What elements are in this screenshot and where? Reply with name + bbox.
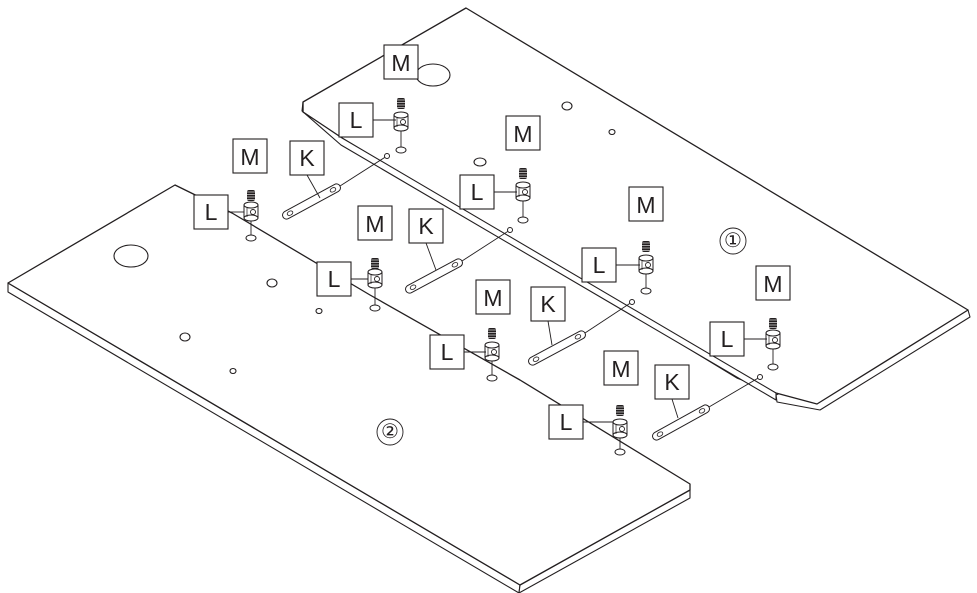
- svg-text:①: ①: [724, 230, 742, 252]
- cam-fitting-3: [515, 168, 531, 224]
- cam-lock-6: [484, 341, 500, 362]
- svg-text:K: K: [540, 291, 556, 317]
- cam-fitting-7: [765, 318, 781, 371]
- svg-text:L: L: [721, 326, 734, 352]
- callout-l-5: L: [581, 247, 640, 283]
- cam-fitting-6: [484, 328, 500, 382]
- dowel-4: [651, 374, 763, 441]
- svg-text:L: L: [350, 107, 363, 133]
- callout-m-3: M: [505, 115, 541, 151]
- callout-m-1: M: [383, 44, 419, 80]
- callout-m-6: M: [475, 279, 511, 315]
- callouts: M M M M M M M M L L L L L L L L K K K K …: [193, 44, 791, 446]
- panel-1-large-hole: [415, 63, 451, 87]
- svg-text:M: M: [365, 211, 384, 237]
- cam-fitting-8: [612, 405, 628, 456]
- cam-lock-1: [393, 111, 409, 132]
- cam-lock-8: [612, 418, 628, 439]
- callout-k-3: K: [530, 286, 566, 346]
- svg-text:M: M: [636, 192, 655, 218]
- dowel-1: [282, 153, 390, 220]
- svg-text:L: L: [328, 266, 341, 292]
- panel-2-top: [7, 184, 691, 586]
- svg-text:M: M: [513, 121, 532, 147]
- screw-6: [488, 328, 496, 339]
- dowel-3: [528, 299, 635, 366]
- screw-5: [642, 241, 650, 252]
- cam-lock-4: [367, 268, 383, 289]
- callout-m-5: M: [628, 186, 664, 222]
- callout-l-4: L: [316, 261, 368, 297]
- panel-2-large-hole: [113, 244, 149, 268]
- svg-text:L: L: [205, 199, 218, 225]
- callout-l-1: L: [338, 102, 396, 138]
- cam-lock-2: [243, 201, 259, 222]
- svg-text:M: M: [240, 144, 259, 170]
- dowels: [282, 153, 763, 441]
- svg-text:L: L: [471, 179, 484, 205]
- callout-l-7: L: [709, 321, 767, 357]
- callout-m-8: M: [603, 350, 639, 386]
- svg-text:K: K: [664, 369, 680, 395]
- svg-text:M: M: [611, 356, 630, 382]
- cam-fitting-2: [243, 190, 259, 242]
- cam-lock-5: [638, 254, 654, 275]
- svg-text:K: K: [299, 145, 315, 171]
- cam-fitting-1: [393, 98, 409, 154]
- callout-l-8: L: [548, 404, 613, 440]
- callout-k-1: K: [289, 140, 325, 199]
- callout-m-2: M: [232, 138, 268, 174]
- svg-text:②: ②: [381, 421, 399, 443]
- svg-text:K: K: [418, 213, 434, 239]
- screw-2: [247, 190, 255, 201]
- callout-l-2: L: [193, 194, 244, 230]
- cam-lock-7: [765, 329, 781, 350]
- callout-k-4: K: [654, 364, 690, 419]
- panel-2: [7, 184, 691, 593]
- screw-7: [769, 318, 777, 329]
- cam-lock-3: [515, 181, 531, 202]
- fittings: [243, 98, 781, 456]
- callout-k-2: K: [408, 208, 444, 271]
- panel-1-number: ①: [719, 227, 747, 255]
- callout-l-6: L: [429, 334, 486, 370]
- svg-text:M: M: [763, 271, 782, 297]
- svg-text:M: M: [483, 285, 502, 311]
- callout-m-7: M: [755, 265, 791, 301]
- screw-8: [616, 405, 624, 416]
- cam-fitting-4: [367, 258, 383, 312]
- svg-text:L: L: [593, 252, 606, 278]
- screw-1: [397, 98, 405, 109]
- callout-m-4: M: [357, 205, 393, 241]
- panel-2-number: ②: [376, 418, 404, 446]
- svg-text:L: L: [441, 339, 454, 365]
- screw-4: [371, 258, 379, 269]
- svg-text:L: L: [560, 409, 573, 435]
- callout-l-3: L: [459, 174, 517, 210]
- cam-fitting-5: [638, 241, 654, 295]
- screw-3: [519, 168, 527, 179]
- svg-text:M: M: [391, 50, 410, 76]
- dowel-2: [405, 227, 513, 294]
